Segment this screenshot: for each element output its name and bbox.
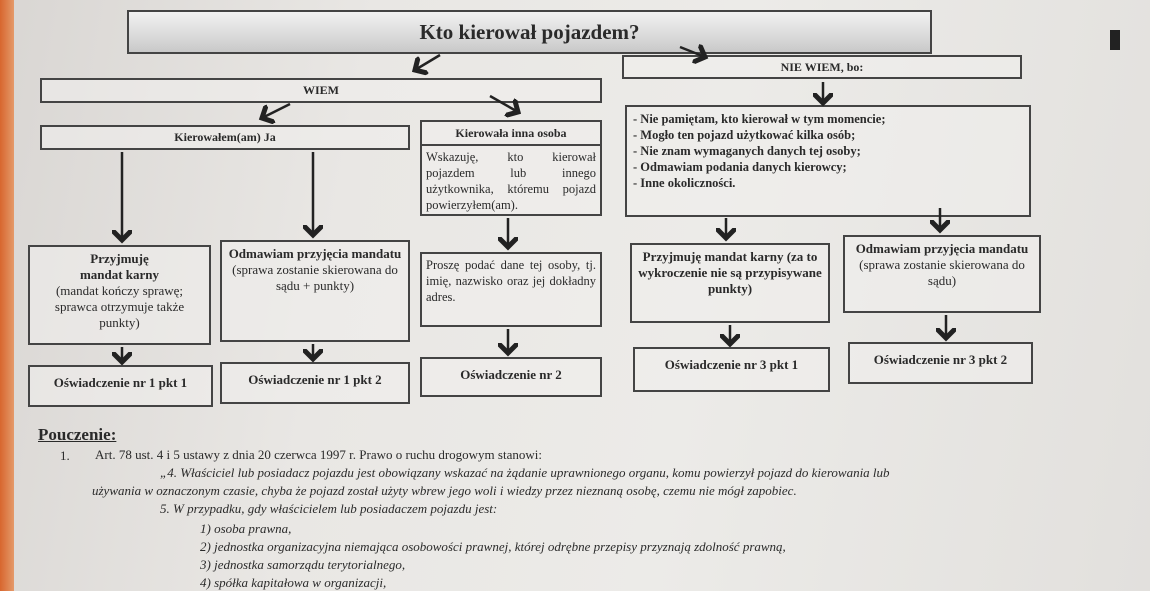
inna-osoba-text: Wskazuję, kto kierował pojazdem lub inne… [426,150,596,212]
reason: - Nie pamiętam, kto kierował w tym momen… [633,112,886,126]
option-title: Odmawiam przyjęcia mandatu [855,241,1029,256]
result-1-2: Oświadczenie nr 1 pkt 2 [220,362,410,404]
legal-line: „4. Właściciel lub posiadacz pojazdu jes… [160,465,890,480]
reason: - Odmawiam podania danych kierowcy; [633,160,847,174]
legal-line: 5. W przypadku, gdy właścicielem lub pos… [160,501,498,516]
legal-line: Art. 78 ust. 4 i 5 ustawy z dnia 20 czer… [95,447,542,462]
arrow [679,47,705,57]
option-przyjmuje-box: Przyjmuję mandat karny (mandat kończy sp… [28,245,211,345]
inna-osoba-header: Kierowała inna osoba [422,122,600,146]
result-2: Oświadczenie nr 2 [420,357,602,397]
arrow [262,102,291,118]
option-text: (sprawa zostanie skierowana do sądu + pu… [232,262,398,293]
legal-list-item: 4) spółka kapitałowa w organizacji, [200,575,387,590]
option-odmawiam-3-box: Odmawiam przyjęcia mandatu (sprawa zosta… [843,235,1041,313]
option-title: Odmawiam przyjęcia mandatu [228,246,402,261]
option-text: (sprawa zostanie skierowana do sądu) [859,257,1025,288]
reason: - Mogło ten pojazd użytkować kilka osób; [633,128,856,142]
option-text: (mandat kończy sprawę; sprawca otrzymuje… [54,283,185,330]
option-title: Przyjmuję [90,251,149,266]
arrow [415,53,441,70]
reasons-box: - Nie pamiętam, kto kierował w tym momen… [625,105,1031,217]
arrow [489,94,518,112]
kierowalem-ja-box: Kierowałem(am) Ja [40,125,410,150]
inna-osoba-box: Kierowała inna osoba Wskazuję, kto kiero… [420,120,602,216]
nie-wiem-box: NIE WIEM, bo: [622,55,1022,79]
option-title: mandat karny [79,267,160,282]
item-number: 1. [60,448,70,463]
option-prosze-box: Proszę podać dane tej osoby, tj. imię, n… [420,252,602,327]
reason: - Inne okoliczności. [633,176,736,190]
option-odmawiam-box: Odmawiam przyjęcia mandatu (sprawa zosta… [220,240,410,342]
legal-line: używania w oznaczonym czasie, chyba że p… [92,483,797,498]
result-1-1: Oświadczenie nr 1 pkt 1 [28,365,213,407]
option-przyjmuje-3-box: Przyjmuję mandat karny (za to wykroczeni… [630,243,830,323]
legal-list-item: 2) jednostka organizacyjna niemająca oso… [200,539,786,554]
result-3-1: Oświadczenie nr 3 pkt 1 [633,347,830,392]
page-mark [1110,30,1120,50]
flowchart-title: Kto kierował pojazdem? [127,10,932,54]
legal-list-item: 3) jednostka samorządu terytorialnego, [200,557,406,572]
reason: - Nie znam wymaganych danych tej osoby; [633,144,861,158]
pouczenie-heading: Pouczenie: [38,425,117,444]
desk-edge [0,0,14,591]
result-3-2: Oświadczenie nr 3 pkt 2 [848,342,1033,384]
legal-list-item: 1) osoba prawna, [200,521,292,536]
